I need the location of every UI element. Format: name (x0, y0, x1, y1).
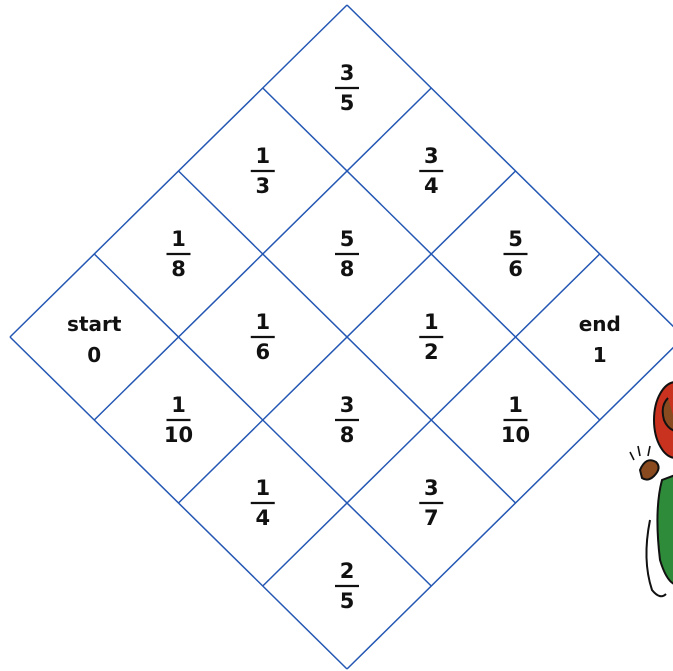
fraction-numerator: 3 (424, 476, 439, 500)
cell-value-start: 0 (87, 343, 101, 367)
fraction-numerator: 5 (508, 227, 523, 251)
mascot-body (657, 474, 673, 584)
fraction-numerator: 2 (340, 559, 355, 583)
fraction-denominator: 6 (508, 257, 523, 281)
fraction-denominator: 7 (424, 506, 439, 530)
fraction-denominator: 10 (164, 423, 193, 447)
fraction-denominator: 5 (340, 91, 355, 115)
cell-word-end: end (579, 312, 621, 336)
fraction-numerator: 1 (255, 310, 270, 334)
fraction-numerator: 5 (340, 227, 355, 251)
fraction-denominator: 4 (255, 506, 270, 530)
fraction-numerator: 1 (424, 310, 439, 334)
fraction-denominator: 6 (255, 340, 270, 364)
fraction-denominator: 10 (501, 423, 530, 447)
cells: start 0 1 10 1 4 2 5 1 8 1 6 3 8 3 7 1 3 5 8 1 2 1 10 3 5 3 4 5 6 end 1 (10, 5, 673, 669)
fraction-denominator: 5 (340, 589, 355, 613)
cheering-kid-illustration (630, 382, 673, 596)
fraction-numerator: 1 (171, 393, 186, 417)
fraction-numerator: 1 (255, 476, 270, 500)
fraction-denominator: 2 (424, 340, 439, 364)
fraction-numerator: 3 (340, 61, 355, 85)
fraction-denominator: 8 (171, 257, 186, 281)
fraction-denominator: 8 (340, 257, 355, 281)
fraction-numerator: 1 (171, 227, 186, 251)
fraction-numerator: 3 (340, 393, 355, 417)
fraction-numerator: 3 (424, 144, 439, 168)
fraction-numerator: 1 (508, 393, 523, 417)
fraction-numerator: 1 (255, 144, 270, 168)
cell-word-start: start (67, 312, 122, 336)
fraction-denominator: 3 (255, 174, 270, 198)
fraction-denominator: 8 (340, 423, 355, 447)
fraction-denominator: 4 (424, 174, 439, 198)
mascot-motion-lines (630, 446, 650, 460)
cell-value-end: 1 (593, 343, 607, 367)
mascot-hand (640, 460, 659, 479)
